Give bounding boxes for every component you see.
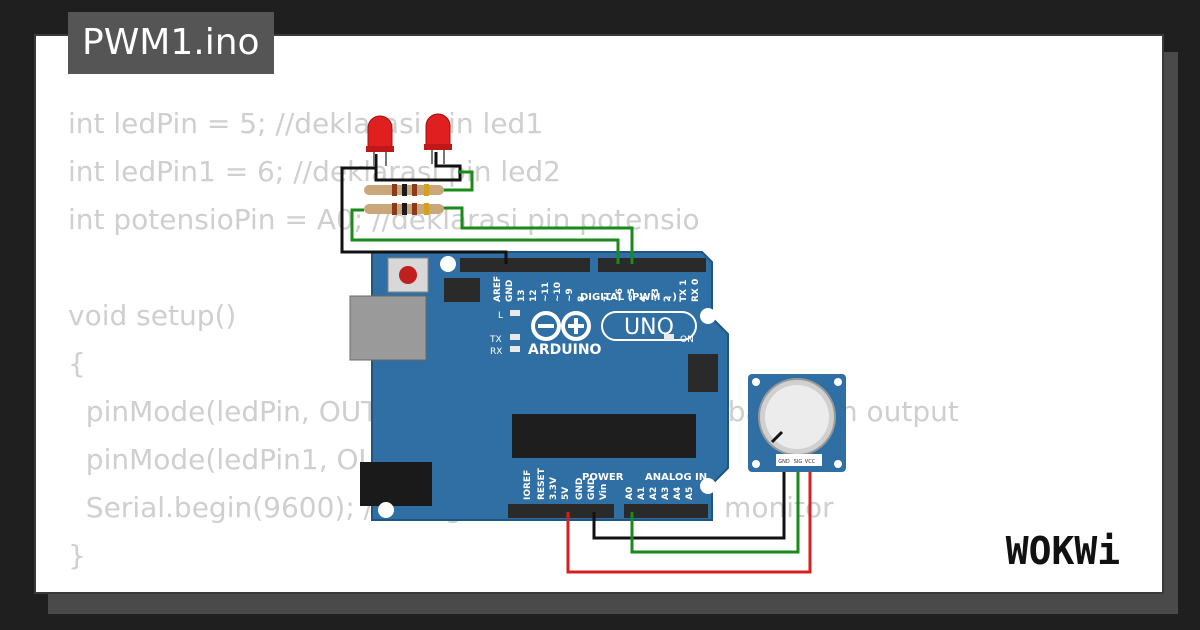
atmega-chip	[512, 414, 696, 458]
arduino-uno-board[interactable]: UNO ARDUINO DIGITAL (PWM ~) POWER ANALOG…	[349, 251, 729, 521]
analog-label: ANALOG IN	[645, 472, 707, 483]
wire-black-gnd	[592, 462, 786, 540]
wokwi-logo: WOKWi	[1006, 529, 1120, 573]
resistor-2[interactable]	[364, 203, 444, 215]
knob-indicator	[770, 430, 784, 444]
reset-button[interactable]	[387, 257, 429, 293]
digital-label: DIGITAL (PWM ~)	[580, 292, 677, 303]
file-name-tab: PWM1.ino	[68, 12, 274, 74]
top-pin-label: ~6	[615, 288, 625, 302]
usb-port	[349, 295, 427, 361]
rx-label: RX	[490, 347, 502, 357]
power-label: POWER	[582, 472, 624, 483]
code-line: void setup()	[68, 299, 237, 332]
resistor-1[interactable]	[364, 184, 444, 196]
pot-pin-label: GND	[778, 459, 790, 465]
top-pin-label: 13	[517, 289, 527, 302]
tx-label: TX	[489, 335, 502, 345]
top-pin-label: 4	[639, 296, 649, 302]
top-pin-label: 8	[577, 296, 587, 302]
bottom-pin-label: RESET	[537, 467, 547, 500]
on-label: ON	[680, 335, 694, 345]
reset-button-cap[interactable]	[399, 266, 417, 284]
bottom-pin-label: A0	[625, 487, 635, 500]
top-pin-label: 7	[603, 296, 613, 302]
code-line: int ledPin1 = 6; //deklarasi pin led2	[68, 155, 561, 188]
led-2[interactable]	[424, 113, 452, 164]
top-pin-label: ~9	[565, 288, 575, 302]
wire-green-pin5b	[432, 206, 634, 264]
code-line: {	[68, 347, 86, 380]
board-brand: ARDUINO	[528, 342, 602, 358]
wire-green-pin6	[350, 208, 620, 264]
top-pin-label: AREF	[493, 276, 503, 302]
bottom-pin-label: GND	[587, 478, 597, 500]
bottom-pin-label: A3	[661, 487, 671, 500]
wire-green-a0	[630, 462, 800, 554]
bottom-pin-label: Vin	[599, 484, 609, 500]
wire-black-led2	[374, 152, 462, 182]
code-background: int ledPin = 5; //deklarasi pin led1 int…	[68, 100, 1138, 590]
wires	[340, 152, 812, 574]
code-line: int ledPin = 5; //deklarasi pin led1	[68, 107, 544, 140]
bottom-pin-label: A2	[649, 487, 659, 500]
l-led-label: L	[498, 311, 503, 321]
top-pin-label: GND	[505, 280, 515, 302]
top-pin-label: 12	[529, 289, 539, 302]
bottom-pin-label: A5	[685, 487, 695, 500]
bottom-pin-label: A1	[637, 487, 647, 500]
arduino-logo	[531, 311, 591, 341]
svg-text:WOKWi: WOKWi	[1006, 529, 1120, 573]
bottom-pin-label: 3.3V	[549, 477, 559, 500]
top-pin-label: ~5	[627, 288, 637, 302]
wire-green-pin5	[432, 170, 474, 192]
top-pin-label: ~11	[541, 282, 551, 302]
bottom-pin-label: IOREF	[523, 470, 533, 500]
bottom-pin-label: A4	[673, 487, 683, 500]
top-pin-label: 2	[663, 296, 673, 302]
wire-red-5v	[566, 462, 812, 574]
bottom-pin-label: 5V	[561, 487, 571, 500]
led-1[interactable]	[366, 115, 394, 166]
top-pin-label: ~3	[651, 288, 661, 302]
power-jack	[360, 462, 432, 506]
pot-pin-label: VCC	[805, 459, 816, 465]
bottom-pin-label: GND	[575, 478, 585, 500]
wire-black-led	[340, 154, 508, 264]
top-pin-label: TX 1	[679, 280, 689, 302]
code-line: }	[68, 539, 86, 572]
top-pin-label: RX 0	[691, 279, 701, 302]
top-pin-label: ~10	[553, 282, 563, 302]
pot-pin-label: SIG	[794, 459, 803, 465]
